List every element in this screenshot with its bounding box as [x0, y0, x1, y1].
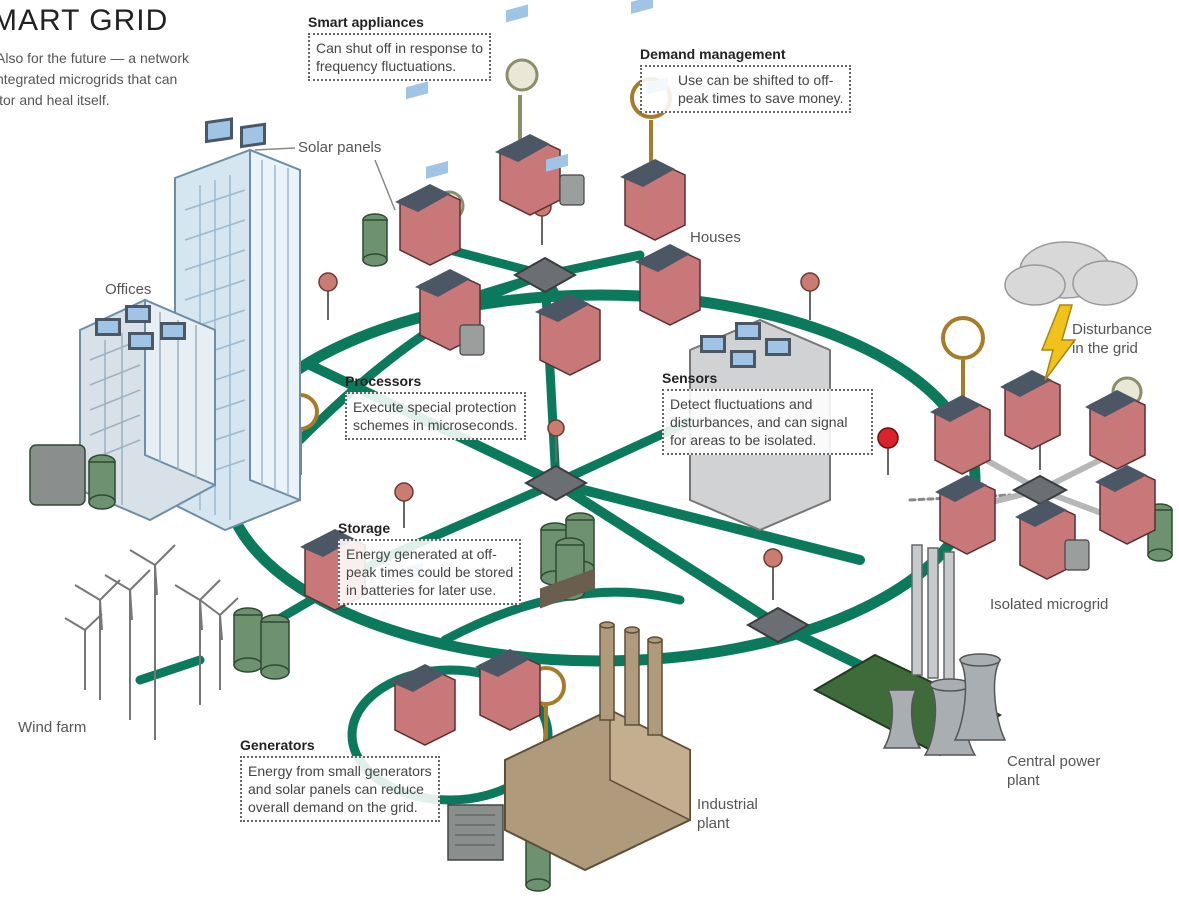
meter-microgrid [941, 316, 985, 400]
hub-houses [512, 256, 578, 294]
callout-smart-appliances: Smart appliances Can shut off in respons… [308, 14, 492, 81]
label-central-power-plant: Central power plant [1007, 753, 1101, 789]
grid-line-houses-hub [425, 245, 645, 345]
storage-microgrid [1147, 503, 1173, 562]
turbine-1 [74, 579, 121, 700]
turbine-2 [129, 544, 176, 740]
microgrid-house-4 [935, 475, 996, 555]
houses [300, 0, 1156, 746]
storm-cloud [1004, 241, 1138, 381]
sensor-pin [877, 427, 899, 475]
wind-farm [64, 544, 239, 740]
office-block [79, 298, 216, 522]
appliance-units [459, 174, 1090, 571]
callout-text: Energy generated at off- peak times coul… [338, 539, 522, 605]
pin-1 [318, 272, 338, 320]
house-south-1 [390, 562, 456, 746]
meter-appliance [505, 58, 539, 140]
label-solar-panels: Solar panels [298, 139, 382, 156]
house-1 [395, 81, 461, 266]
label-wind-farm: Wind farm [18, 719, 87, 736]
turbine-6 [64, 613, 103, 690]
callout-heading: Demand management [640, 46, 786, 62]
label-industrial-plant: Industrial plant [697, 796, 758, 832]
callout-text: Execute special protection schemes in mi… [345, 392, 526, 440]
pin-6 [547, 419, 565, 462]
house-2 [495, 4, 561, 216]
appliance-2 [459, 324, 485, 356]
storage-houses [362, 213, 388, 267]
callout-heading: Processors [345, 373, 422, 389]
pin-4 [394, 482, 414, 528]
lightning-icon [1040, 304, 1077, 381]
turbine-4 [174, 579, 221, 705]
microgrid-house-5 [1015, 500, 1076, 580]
callout-generators: Generators Energy from small generators … [240, 737, 440, 822]
grid-hubs [512, 256, 1069, 644]
label-disturbance: Disturbance in the grid [1072, 321, 1153, 357]
turbine-5 [199, 597, 239, 690]
callout-sensors: Sensors Detect fluctuations and disturba… [662, 370, 874, 455]
label-houses: Houses [690, 229, 741, 246]
callout-text: Use can be shifted to off- peak times to… [640, 65, 852, 113]
pin-3 [800, 272, 820, 320]
callout-storage: Storage Energy generated at off- peak ti… [338, 520, 522, 605]
generator-unit [447, 804, 504, 861]
appliance-1 [559, 174, 585, 206]
house-3 [620, 0, 686, 241]
microgrid-house-1 [930, 395, 991, 475]
page-title: MART GRID [0, 4, 169, 37]
house-5 [535, 153, 601, 376]
callout-text: Detect fluctuations and disturbances, an… [662, 389, 874, 455]
callout-text: Can shut off in response to frequency fl… [308, 33, 492, 81]
house-south-2 [475, 649, 541, 731]
callout-heading: Smart appliances [308, 14, 424, 30]
central-power-plant [812, 544, 1007, 757]
storage-wind [233, 607, 290, 680]
callout-processors: Processors Execute special protection sc… [345, 373, 526, 440]
label-offices: Offices [105, 281, 152, 298]
microgrid-house-3 [1085, 390, 1146, 470]
page-subtitle: Also for the future — a network ntegrate… [0, 50, 189, 108]
storage-offices [29, 444, 116, 510]
hub-center [523, 464, 589, 502]
microgrid-house-6 [1095, 465, 1156, 545]
label-isolated-microgrid: Isolated microgrid [990, 596, 1109, 613]
callout-heading: Storage [338, 520, 391, 536]
callout-heading: Generators [240, 737, 315, 753]
callout-text: Energy from small generators and solar p… [240, 756, 440, 822]
microgrid-house-2 [1000, 370, 1061, 450]
callout-demand-management: Demand management Use can be shifted to … [640, 46, 852, 113]
callout-heading: Sensors [662, 370, 718, 386]
pin-5 [763, 548, 783, 600]
appliance-3 [1064, 539, 1090, 571]
hub-south-east [745, 606, 811, 644]
leader-lines [254, 147, 396, 211]
industrial-plant [504, 568, 691, 872]
turbine-3 [104, 569, 151, 720]
